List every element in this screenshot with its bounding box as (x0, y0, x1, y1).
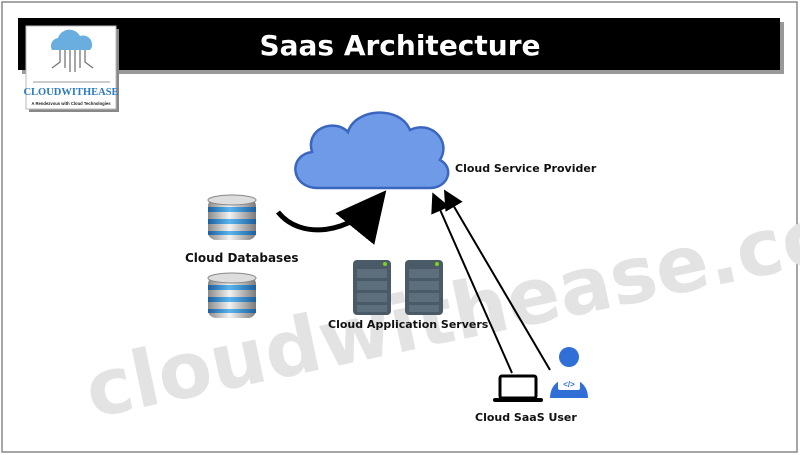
user-to-cloud-arrow (443, 189, 551, 371)
cloud-provider-label: Cloud Service Provider (455, 162, 597, 175)
database-icon (207, 272, 257, 318)
database-to-cloud-arrow (276, 190, 387, 245)
logo-name: CLOUDWITHEASE (23, 87, 118, 98)
databases-label: Cloud Databases (185, 251, 298, 265)
app-servers-label: Cloud Application Servers (328, 318, 489, 331)
title-bar (18, 18, 780, 70)
logo: CLOUDWITHEASE A Rendezvous with Cloud Te… (23, 25, 119, 112)
page-title: Saas Architecture (259, 29, 540, 62)
developer-user-icon: </> (550, 347, 588, 398)
logo-tagline: A Rendezvous with Cloud Technologies (31, 101, 111, 106)
cloud-service-provider-icon (294, 111, 450, 190)
saas-user-label: Cloud SaaS User (475, 411, 577, 424)
server-icon (353, 260, 391, 315)
cloud-logo-icon (50, 29, 94, 72)
laptop-to-cloud-arrow (431, 192, 513, 374)
database-icon (207, 194, 257, 240)
svg-text:</>: </> (563, 380, 575, 389)
server-icon (405, 260, 443, 315)
laptop-icon (493, 374, 543, 402)
